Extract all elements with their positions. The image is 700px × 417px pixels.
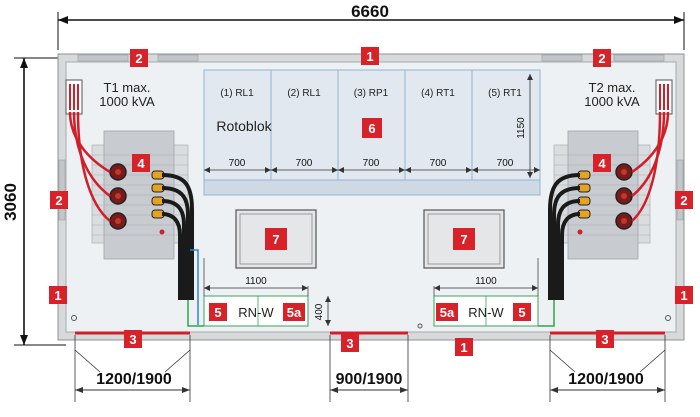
- cell-label-5: (5) RT1: [488, 88, 522, 99]
- t2-label-line2: 1000 kVA: [584, 94, 640, 109]
- hv-terminals-left: [65, 79, 83, 115]
- badge-2-top-left: 2: [130, 49, 148, 67]
- svg-text:2: 2: [135, 51, 142, 66]
- badge-3-center: 3: [341, 334, 359, 352]
- badge-4-left: 4: [132, 154, 150, 172]
- badge-3-right: 3: [596, 330, 614, 348]
- rnw-width-dimension-left: 1100: [203, 258, 309, 296]
- svg-text:3: 3: [346, 336, 353, 351]
- badge-5a-left: 5a: [283, 303, 305, 321]
- badge-1-left: 1: [49, 286, 67, 304]
- hv-cables-left: [68, 111, 111, 222]
- door-right-label: 1200/1900: [568, 371, 644, 388]
- svg-text:1: 1: [366, 49, 373, 64]
- rnw-height-label: 400: [314, 303, 325, 320]
- svg-text:3: 3: [129, 332, 136, 347]
- badge-3-left: 3: [124, 330, 142, 348]
- door-center-label: 900/1900: [336, 371, 403, 388]
- badge-5-left: 5: [209, 303, 227, 321]
- rnw-width-label-left: 1100: [245, 276, 267, 287]
- door-left-label: 1200/1900: [96, 371, 172, 388]
- t2-label-line1: T2 max.: [589, 80, 636, 95]
- earthing-lines: [187, 249, 555, 327]
- cell-height-label: 1150: [516, 117, 527, 139]
- transformer-t1: T1 max. 1000 kVA: [91, 80, 189, 260]
- svg-text:6: 6: [368, 121, 375, 136]
- badge-2-left: 2: [50, 191, 68, 209]
- cell-width-4: 700: [430, 158, 447, 169]
- badge-7-right: 7: [453, 228, 475, 250]
- cell-label-1: (1) RL1: [220, 88, 254, 99]
- svg-text:4: 4: [598, 156, 606, 171]
- svg-text:2: 2: [55, 193, 62, 208]
- badge-1-bottom: 1: [455, 338, 473, 356]
- height-dimension: 3060: [1, 57, 66, 346]
- lv-cables-right: [548, 173, 581, 300]
- svg-text:1: 1: [680, 288, 687, 303]
- svg-text:2: 2: [598, 51, 605, 66]
- badge-6: 6: [362, 118, 382, 138]
- svg-text:5: 5: [214, 305, 221, 320]
- badge-1-right: 1: [675, 286, 693, 304]
- rnw-width-label-right: 1100: [475, 276, 497, 287]
- cell-width-5: 700: [497, 158, 514, 169]
- svg-text:5a: 5a: [287, 305, 302, 320]
- rnw-label-left: RN-W: [238, 305, 274, 320]
- door-dimension-right: 1200/1900: [549, 335, 666, 402]
- cell-label-2: (2) RL1: [287, 88, 321, 99]
- badge-5-right: 5: [513, 303, 531, 321]
- rnw-height-dimension: 400: [314, 296, 331, 326]
- rnw-label-right: RN-W: [468, 305, 504, 320]
- door-dimension-center: 900/1900: [329, 335, 409, 402]
- badge-7-left: 7: [265, 228, 287, 250]
- badge-5a-right: 5a: [436, 303, 458, 321]
- hv-cables-right: [631, 111, 670, 222]
- t1-label-line2: 1000 kVA: [99, 94, 155, 109]
- svg-text:7: 7: [272, 232, 279, 247]
- width-dimension: 6660: [57, 2, 685, 50]
- cell-label-3: (3) RP1: [354, 88, 389, 99]
- badge-2-right: 2: [675, 191, 693, 209]
- svg-text:1: 1: [460, 340, 467, 355]
- badge-4-right: 4: [593, 154, 611, 172]
- total-height-label: 3060: [1, 183, 20, 221]
- rnw-width-dimension-right: 1100: [433, 258, 539, 296]
- svg-text:2: 2: [680, 193, 687, 208]
- svg-text:1: 1: [54, 288, 61, 303]
- svg-text:5: 5: [518, 305, 525, 320]
- badge-2-top-right: 2: [593, 49, 611, 67]
- lv-cabinet-left: [235, 209, 317, 269]
- cell-width-3: 700: [363, 158, 380, 169]
- badge-1-top: 1: [361, 47, 379, 65]
- hv-terminals-right: [655, 79, 673, 115]
- cell-height-dimension: 1150: [516, 74, 533, 178]
- cell-width-1: 700: [229, 158, 246, 169]
- cell-width-dimensions: 700 700 700 700 700: [204, 158, 540, 173]
- total-width-label: 6660: [351, 2, 389, 21]
- rotoblok-label: Rotoblok: [216, 118, 272, 134]
- cell-width-2: 700: [296, 158, 313, 169]
- svg-text:5a: 5a: [440, 305, 455, 320]
- svg-text:4: 4: [137, 156, 145, 171]
- cell-label-4: (4) RT1: [421, 88, 455, 99]
- door-dimension-left: 1200/1900: [74, 335, 191, 402]
- svg-text:3: 3: [601, 332, 608, 347]
- svg-text:7: 7: [460, 232, 467, 247]
- lv-cables-left: [161, 173, 194, 300]
- t1-label-line1: T1 max.: [104, 80, 151, 95]
